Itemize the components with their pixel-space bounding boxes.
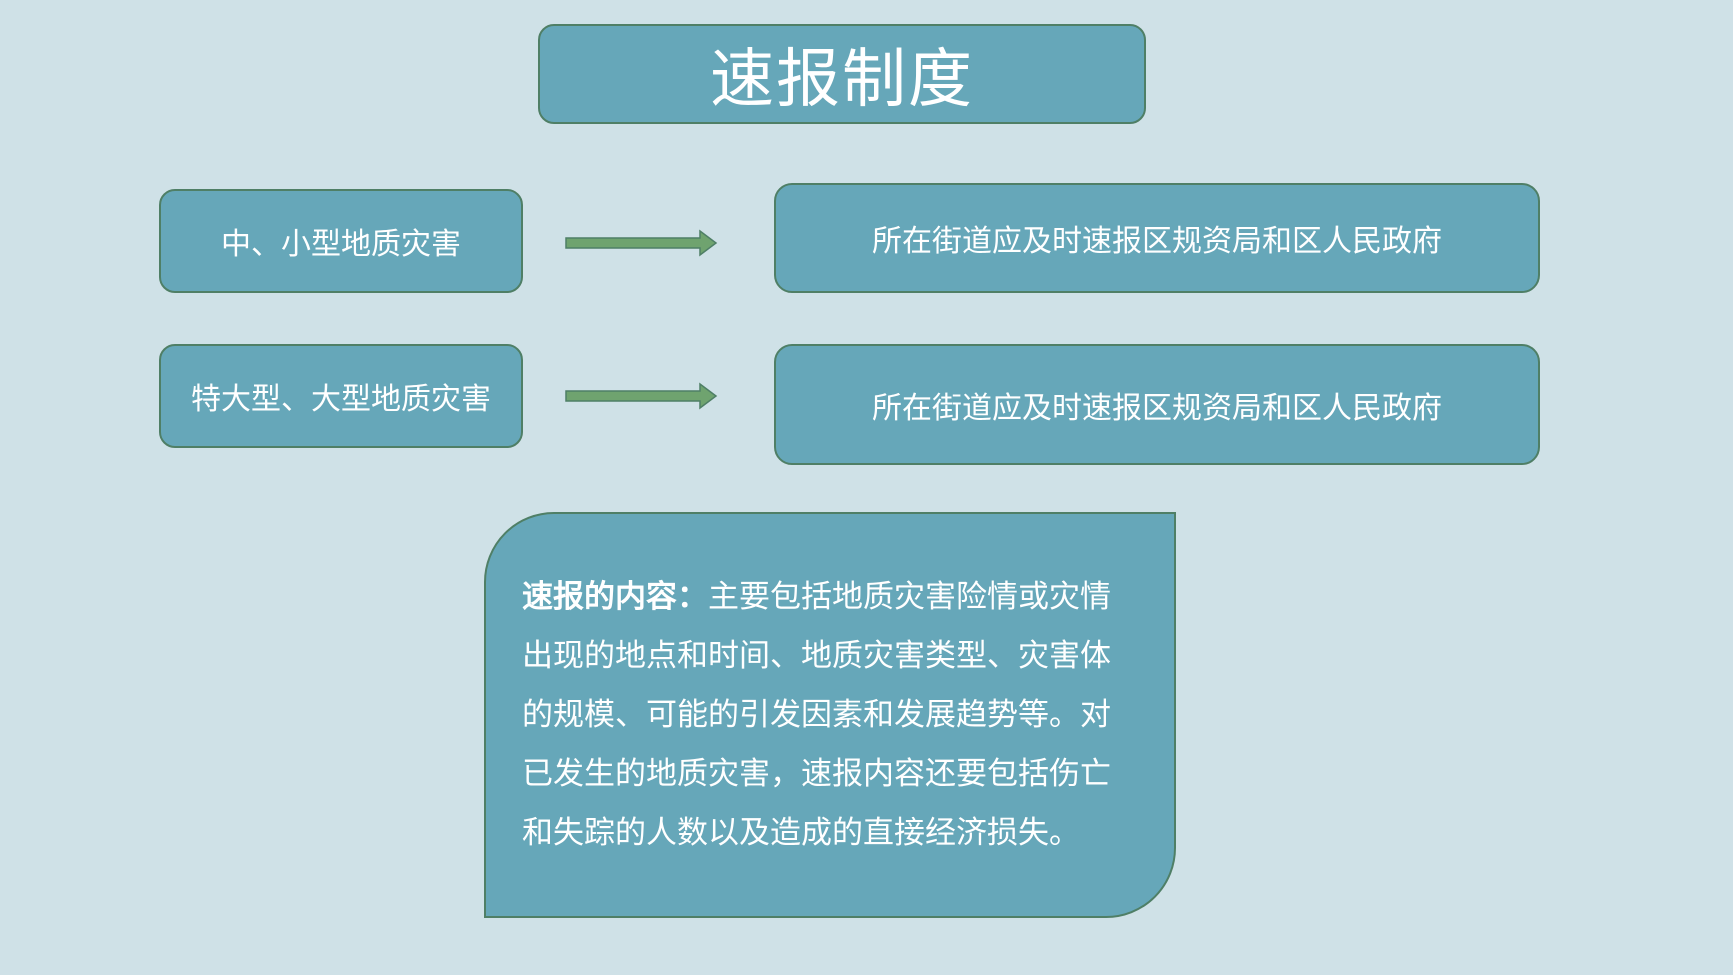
right-arrow-icon [565, 382, 718, 410]
category-box-small-medium: 中、小型地质灾害 [159, 189, 523, 293]
report-content-body: 主要包括地质灾害险情或灾情出现的地点和时间、地质灾害类型、灾害体的规模、可能的引… [522, 578, 1111, 851]
title-box: 速报制度 [538, 24, 1146, 124]
report-target-box-large: 所在街道应及时速报区规资局和区人民政府 [774, 344, 1540, 465]
report-content-label: 速报的内容： [522, 578, 708, 615]
report-target-label: 所在街道应及时速报区规资局和区人民政府 [872, 224, 1442, 259]
report-target-box-small-medium: 所在街道应及时速报区规资局和区人民政府 [774, 183, 1540, 293]
right-arrow-icon [565, 229, 718, 257]
category-label: 特大型、大型地质灾害 [191, 382, 491, 417]
page-title: 速报制度 [710, 43, 974, 117]
category-box-large: 特大型、大型地质灾害 [159, 344, 523, 448]
report-content-text: 速报的内容：主要包括地质灾害险情或灾情出现的地点和时间、地质灾害类型、灾害体的规… [522, 568, 1138, 863]
category-label: 中、小型地质灾害 [221, 227, 461, 262]
report-target-label: 所在街道应及时速报区规资局和区人民政府 [872, 390, 1442, 426]
report-content-box: 速报的内容：主要包括地质灾害险情或灾情出现的地点和时间、地质灾害类型、灾害体的规… [484, 512, 1176, 918]
